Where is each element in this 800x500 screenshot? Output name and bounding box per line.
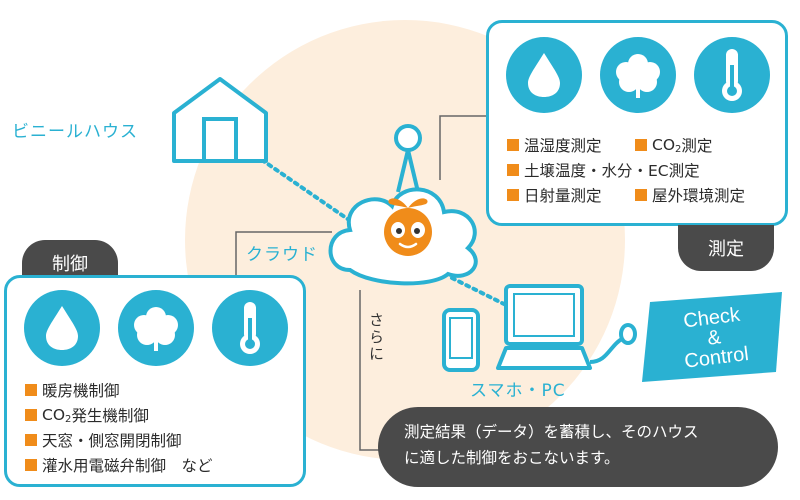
note-line: に適した制御をおこないます。 (404, 449, 620, 467)
cotton-icon (118, 290, 194, 366)
measurement-tag: 測定 (678, 225, 774, 271)
bullet-square (635, 189, 647, 201)
measurement-item: 日射量測定 (507, 184, 602, 206)
bullet-square (25, 434, 37, 446)
cloud-note-link (359, 290, 380, 451)
devices-label: スマホ・PC (470, 381, 566, 401)
thermometer-icon (212, 290, 288, 366)
water-drop-icon (506, 37, 582, 113)
cloud-measurement-link (439, 115, 488, 180)
bullet-square (507, 139, 519, 151)
devices-icon (442, 284, 637, 372)
bullet-square (25, 459, 37, 471)
bullet-square (507, 164, 519, 176)
cloud-control-link (235, 231, 332, 280)
cloud-devices-link (450, 276, 514, 310)
measurement-item: 温湿度測定 (507, 134, 602, 156)
bullet-square (25, 409, 37, 421)
ampersand-line: & (706, 326, 723, 350)
greenhouse-cloud-link (260, 158, 354, 224)
measurement-item: 土壌温度・水分・EC測定 (507, 159, 700, 181)
water-drop-icon (24, 290, 100, 366)
note-bubble: 測定結果（データ）を蓄積し、そのハウス に適した制御をおこないます。 (378, 407, 778, 487)
measurement-item: 屋外環境測定 (635, 184, 745, 206)
bullet-square (507, 189, 519, 201)
bullet-square (635, 139, 647, 151)
cloud-label: クラウド (246, 245, 318, 265)
control-item: 灌水用電磁弁制御 など (25, 454, 213, 476)
greenhouse-label: ビニールハウス (12, 122, 138, 142)
further-label: さらに (367, 312, 385, 363)
control-item: 暖房機制御 (25, 379, 120, 401)
bullet-square (25, 384, 37, 396)
greenhouse-icon (172, 77, 268, 163)
thermometer-icon (694, 37, 770, 113)
control-item: 天窓・側窓開閉制御 (25, 429, 182, 451)
cotton-icon (600, 37, 676, 113)
mascot-icon (384, 198, 432, 256)
note-line: 測定結果（データ）を蓄積し、そのハウス (404, 423, 699, 441)
check-control-badge: Check & Control (642, 292, 782, 382)
